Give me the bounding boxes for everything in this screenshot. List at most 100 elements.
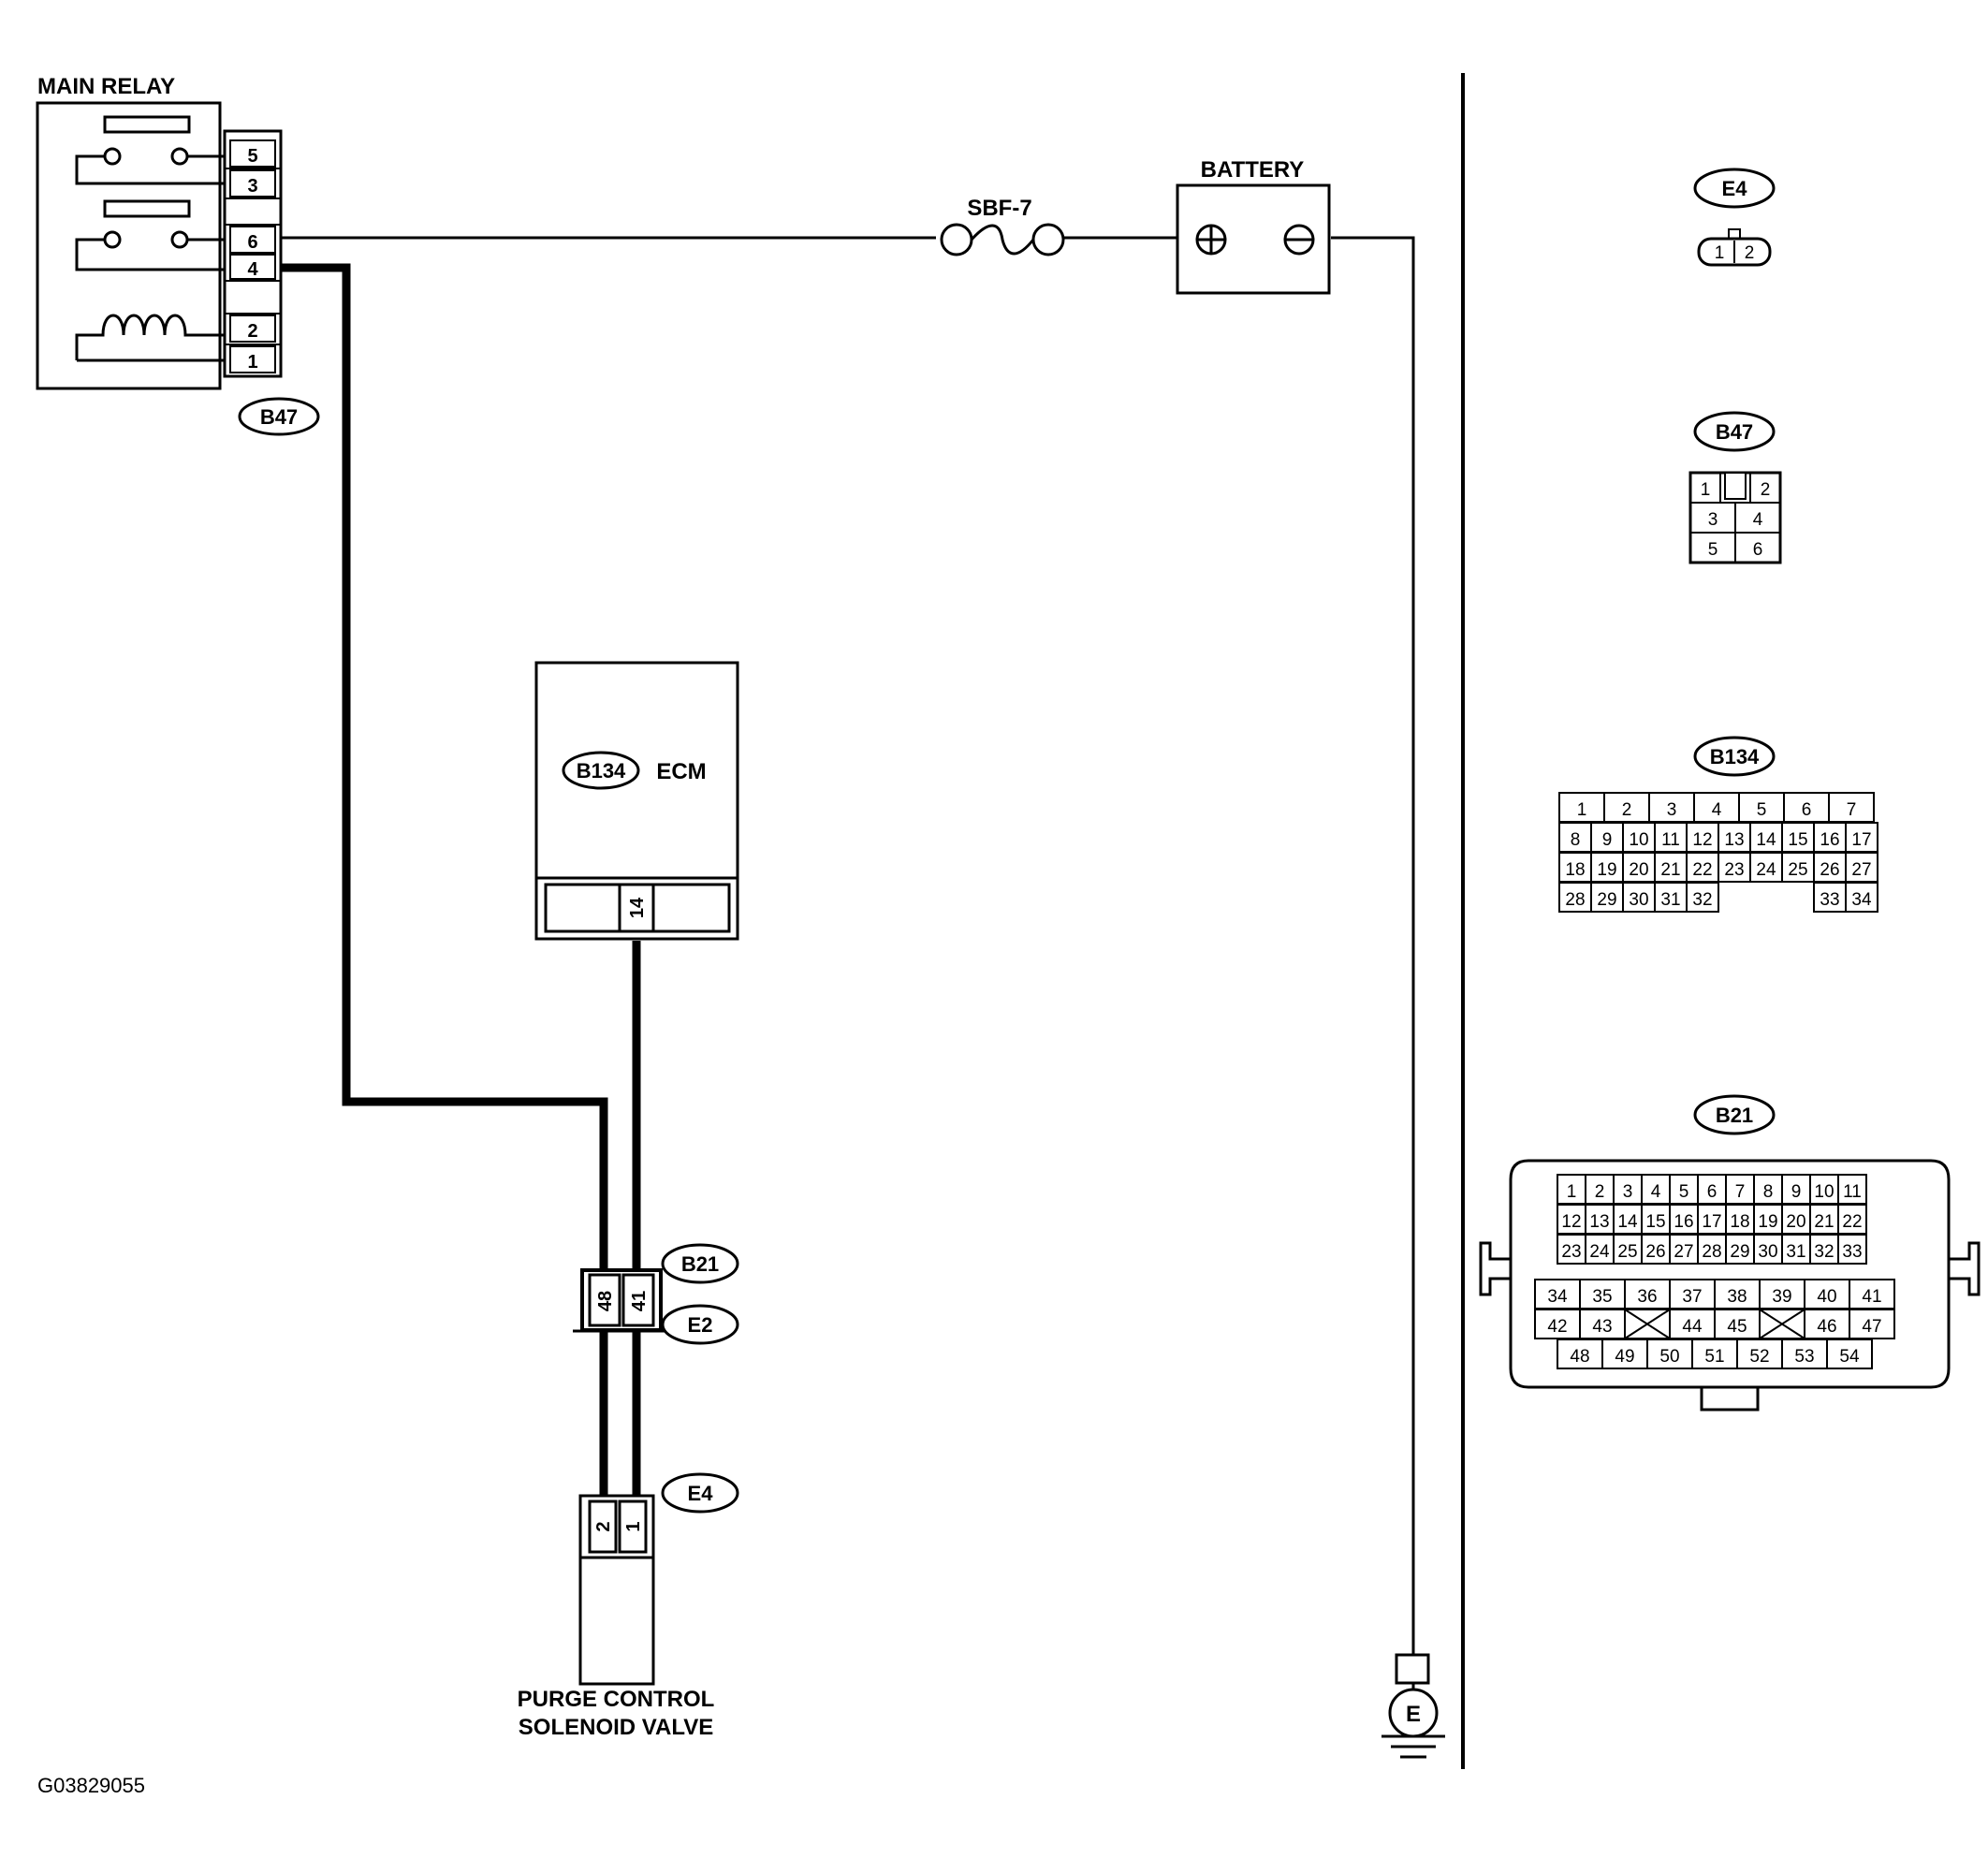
relay-pin-label: 1 [247, 352, 257, 373]
pin-cell [1804, 1309, 1850, 1339]
pin-cell [1669, 1279, 1716, 1309]
wire-relay-to-purge-valve [281, 263, 608, 1270]
pin-label: 38 [1727, 1287, 1747, 1307]
relay-pin-label: 3 [247, 176, 257, 197]
connector-view-tag: E4 [1722, 177, 1748, 200]
pin-cell [1781, 1339, 1828, 1369]
pin-label: 45 [1727, 1317, 1747, 1337]
pin-cell [1686, 882, 1719, 913]
pin-label: 12 [1692, 830, 1712, 850]
pin-label: 19 [1597, 860, 1616, 880]
pin-label: 1 [1567, 1182, 1577, 1202]
relay-pin-label: 5 [247, 146, 257, 167]
connector-view-tag: B134 [1710, 745, 1760, 768]
pin-label: 26 [1645, 1242, 1665, 1262]
relay-contact-terminal [103, 230, 122, 249]
svg-text:B134: B134 [577, 759, 626, 783]
pin-label: 24 [1756, 860, 1776, 880]
pin-label: 20 [1629, 860, 1648, 880]
pin-cell [1697, 1204, 1727, 1235]
svg-text:3: 3 [1708, 510, 1718, 530]
pin-label: 10 [1814, 1182, 1834, 1202]
pin-label: 25 [1788, 860, 1807, 880]
pin-label: 17 [1851, 830, 1871, 850]
pin-label: 46 [1817, 1317, 1836, 1337]
pin-cell [1590, 852, 1624, 883]
b21-pin-label: 48 [595, 1291, 616, 1311]
pin-cell [1590, 882, 1624, 913]
pin-label: 29 [1597, 890, 1616, 910]
pin-cell [1557, 1204, 1586, 1235]
pin-label: 22 [1842, 1212, 1862, 1232]
pin-label: 14 [1756, 830, 1776, 850]
pin-cell [1813, 822, 1847, 853]
relay-contact-terminal [103, 147, 122, 166]
relay-coil-icon [75, 314, 225, 360]
pin-label: 33 [1820, 890, 1839, 910]
svg-text:E4: E4 [688, 1482, 714, 1505]
pin-cell [1613, 1204, 1643, 1235]
battery-plus-icon [1195, 224, 1227, 256]
pin-label: 30 [1629, 890, 1648, 910]
relay-contact-wire [75, 238, 225, 271]
svg-text:2: 2 [1745, 243, 1755, 263]
pin-cell [1725, 1234, 1755, 1265]
connector-tag-b47: B47 [238, 397, 320, 436]
pin-label: 31 [1660, 890, 1680, 910]
pin-label: 32 [1692, 890, 1712, 910]
figure-id: G03829055 [37, 1774, 145, 1797]
pin-cell [1601, 1339, 1648, 1369]
pin-cell [1725, 1174, 1755, 1205]
pin-label: 14 [1617, 1212, 1638, 1232]
pin-label: 33 [1842, 1242, 1862, 1262]
pin-cell [1603, 792, 1650, 823]
pin-label: 44 [1682, 1317, 1703, 1337]
pin-label: 49 [1615, 1347, 1634, 1367]
fuse-sbf7: SBF-7 [940, 196, 1065, 256]
pin-cell [1557, 1234, 1586, 1265]
pin-label: 47 [1862, 1317, 1881, 1337]
main-relay: MAIN RELAY 5 3 6 4 2 1 [36, 74, 283, 390]
relay-pin-label: 4 [247, 259, 258, 280]
pin-label: 25 [1617, 1242, 1637, 1262]
svg-text:1: 1 [1715, 243, 1725, 263]
pin-cell [1781, 1234, 1811, 1265]
svg-text:4: 4 [1753, 510, 1763, 530]
connector-view-tag: B47 [1716, 420, 1753, 444]
connector-tag-b134 [562, 751, 640, 790]
valve-label-line1: PURGE CONTROL [518, 1687, 715, 1712]
pin-label: 15 [1788, 830, 1807, 850]
pin-label: 27 [1851, 860, 1871, 880]
svg-text:6: 6 [1753, 540, 1763, 560]
pin-label: 4 [1712, 800, 1722, 820]
pin-cell [1849, 1309, 1895, 1339]
pin-label: 8 [1571, 830, 1581, 850]
pin-label: 10 [1629, 830, 1648, 850]
pin-cell [1845, 852, 1878, 883]
pin-label: 52 [1749, 1347, 1769, 1367]
pin-label: 35 [1592, 1287, 1612, 1307]
pin-label: 54 [1839, 1347, 1860, 1367]
ecm-pin-14 [618, 883, 655, 933]
pin-cell [1686, 822, 1719, 853]
pin-label: 32 [1814, 1242, 1834, 1262]
pin-cell [1585, 1204, 1615, 1235]
pin-label: 4 [1651, 1182, 1661, 1202]
connector-tag-e4 [661, 1472, 739, 1514]
svg-text:B47: B47 [260, 405, 298, 429]
pin-label: 13 [1589, 1212, 1609, 1232]
pin-label: 16 [1820, 830, 1839, 850]
pin-label: 31 [1786, 1242, 1805, 1262]
pin-cell [1558, 882, 1592, 913]
pin-label: 7 [1735, 1182, 1746, 1202]
pin-label: 8 [1763, 1182, 1774, 1202]
pin-cell [1781, 1204, 1811, 1235]
pin-label: 34 [1851, 890, 1872, 910]
connector-view-tag: B21 [1716, 1104, 1753, 1127]
pin-cell [1809, 1234, 1839, 1265]
pin-label: 36 [1637, 1287, 1657, 1307]
